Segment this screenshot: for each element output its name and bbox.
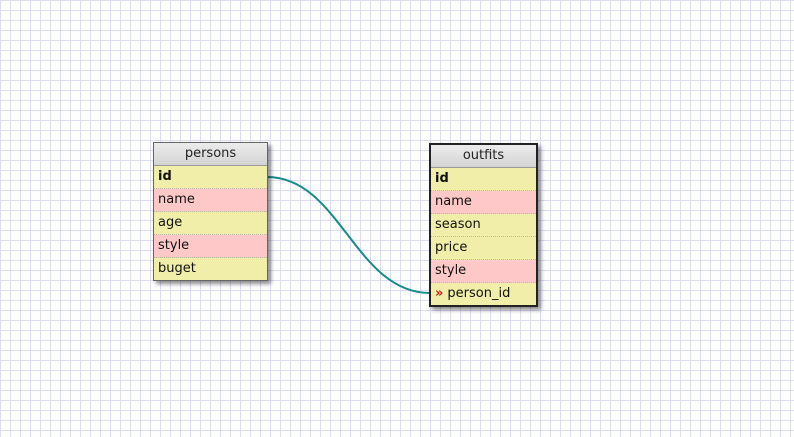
table-outfits[interactable]: outfits id name season price style »pers… — [429, 143, 538, 307]
field-row-age[interactable]: age — [154, 212, 267, 235]
field-row-season[interactable]: season — [431, 214, 536, 237]
field-row-person-id[interactable]: »person_id — [431, 283, 536, 305]
field-name: name — [158, 192, 195, 207]
relation-line-persons-outfits[interactable] — [266, 176, 431, 294]
field-row-id[interactable]: id — [154, 166, 267, 189]
field-row-style[interactable]: style — [431, 260, 536, 283]
field-row-name[interactable]: name — [431, 191, 536, 214]
table-persons[interactable]: persons id name age style buget — [153, 142, 268, 281]
field-row-id[interactable]: id — [431, 168, 536, 191]
field-name: season — [435, 217, 481, 232]
table-title[interactable]: outfits — [431, 145, 536, 168]
field-name: buget — [158, 261, 196, 276]
table-title[interactable]: persons — [154, 143, 267, 166]
field-row-buget[interactable]: buget — [154, 258, 267, 280]
field-row-price[interactable]: price — [431, 237, 536, 260]
field-name: id — [158, 169, 172, 184]
field-name: person_id — [447, 286, 511, 301]
foreign-key-icon: » — [435, 286, 444, 301]
field-name: age — [158, 215, 183, 230]
field-name: id — [435, 171, 449, 186]
field-row-style[interactable]: style — [154, 235, 267, 258]
field-name: style — [158, 238, 190, 253]
field-name: price — [435, 240, 468, 255]
field-row-name[interactable]: name — [154, 189, 267, 212]
field-name: style — [435, 263, 467, 278]
field-name: name — [435, 194, 472, 209]
